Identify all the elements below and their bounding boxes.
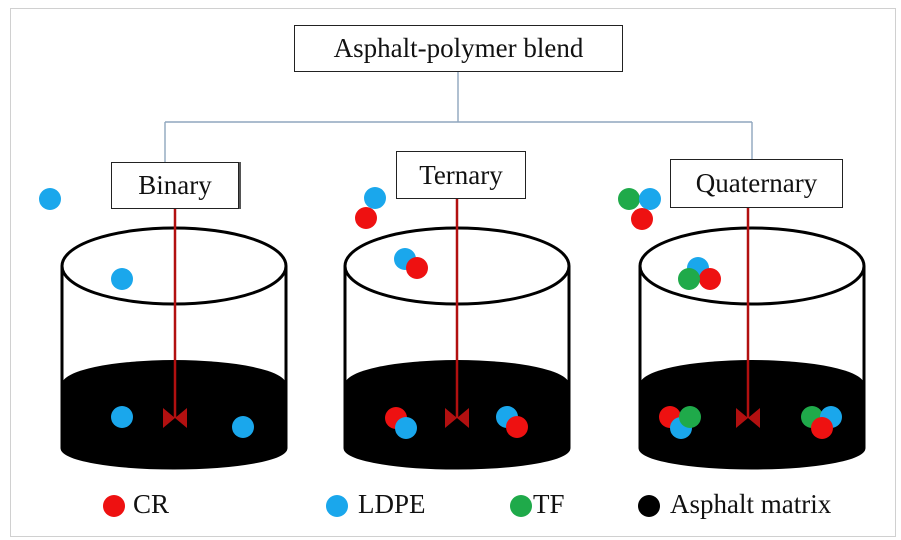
category-label-quaternary: Quaternary — [695, 168, 818, 198]
stirrer-blade — [748, 408, 760, 428]
legend-asphalt-marker — [638, 495, 660, 517]
legend-ldpe-label: LDPE — [358, 489, 426, 519]
cr-particle — [406, 257, 428, 279]
ldpe-particle — [364, 187, 386, 209]
connector-lines — [164, 72, 753, 166]
category-box-binary: Binary — [111, 162, 239, 209]
title-box: Asphalt-polymer blend — [294, 25, 623, 72]
ldpe-particle — [111, 406, 133, 428]
category-box-ternary: Ternary — [396, 151, 526, 199]
legend-tf-marker — [510, 495, 532, 517]
category-label-binary: Binary — [138, 170, 212, 200]
cr-particle — [699, 268, 721, 290]
legend-asphalt-label: Asphalt matrix — [670, 489, 832, 519]
tf-particle — [679, 406, 701, 428]
legend-markers — [103, 495, 660, 517]
tf-particle — [678, 268, 700, 290]
stirrer-ternary — [445, 198, 469, 428]
legend-ldpe-marker — [326, 495, 348, 517]
stirrer-blade — [445, 408, 457, 428]
cr-particle — [631, 208, 653, 230]
ldpe-particle — [39, 188, 61, 210]
ldpe-particle — [232, 416, 254, 438]
stirrer-blade — [736, 408, 748, 428]
legend-cr-marker — [103, 495, 125, 517]
stirrer-binary — [163, 205, 187, 428]
cr-particle — [355, 207, 377, 229]
legend-cr-label: CR — [133, 489, 170, 519]
stirrer-quaternary — [736, 206, 760, 428]
ldpe-particle — [395, 417, 417, 439]
cr-particle — [506, 416, 528, 438]
diagram-title: Asphalt-polymer blend — [333, 33, 584, 63]
category-label-ternary: Ternary — [419, 159, 503, 190]
particles — [39, 187, 842, 439]
asphalt-matrix-quaternary — [640, 360, 864, 468]
diagram-frame — [10, 8, 896, 537]
ldpe-particle — [639, 188, 661, 210]
stirrer-blade — [457, 408, 469, 428]
legend-tf-label: TF — [533, 489, 565, 519]
vessel-quaternary-rim — [638, 226, 866, 306]
category-box-quaternary: Quaternary — [670, 159, 843, 208]
stirrer-blade — [163, 408, 175, 428]
tf-particle — [618, 188, 640, 210]
stirrer-blade — [175, 408, 187, 428]
cr-particle — [811, 417, 833, 439]
ldpe-particle — [111, 268, 133, 290]
